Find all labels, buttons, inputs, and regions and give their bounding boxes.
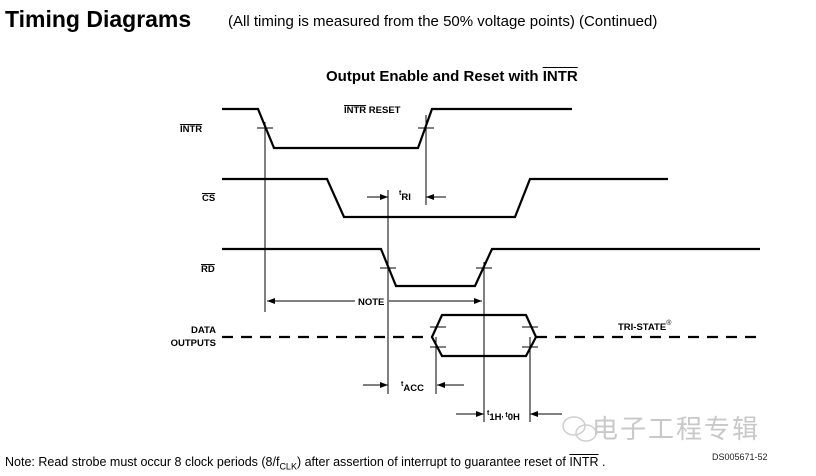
t-ri-label: tRI bbox=[399, 190, 411, 203]
diagram-title-text: Output Enable and Reset with bbox=[326, 68, 543, 85]
footnote: Note: Read strobe must occur 8 clock per… bbox=[5, 455, 605, 472]
rd-label: RD bbox=[201, 264, 215, 275]
rd-waveform bbox=[222, 247, 760, 288]
tri-state-label: TRI-STATE® bbox=[618, 319, 672, 333]
cs-waveform bbox=[222, 177, 668, 219]
data-label-2: OUTPUTS bbox=[171, 338, 216, 349]
intr-reset-label: INTR RESET bbox=[344, 105, 401, 116]
wechat-icon bbox=[562, 416, 597, 442]
footnote-suffix: . bbox=[598, 455, 606, 469]
figure-id: DS005671-52 bbox=[712, 452, 768, 462]
note-label: NOTE bbox=[358, 297, 384, 308]
diagram-title: Output Enable and Reset with INTR bbox=[326, 68, 578, 85]
intr-label: INTR bbox=[180, 124, 202, 135]
page-title: Timing Diagrams bbox=[5, 6, 192, 32]
footnote-overbar: INTR bbox=[569, 455, 599, 469]
footnote-sub: CLK bbox=[279, 461, 297, 472]
footnote-mid: ) after assertion of interrupt to guaran… bbox=[296, 455, 570, 469]
t-h-label: t1H, t0H bbox=[487, 410, 520, 423]
footnote-text: Note: Read strobe must occur 8 clock per… bbox=[5, 455, 280, 469]
t-acc-label: tACC bbox=[401, 381, 424, 394]
cs-label: CS bbox=[202, 193, 215, 204]
diagram-title-overbar: INTR bbox=[542, 68, 578, 85]
page-subtitle: (All timing is measured from the 50% vol… bbox=[228, 13, 658, 30]
data-label-1: DATA bbox=[191, 325, 216, 336]
watermark-text: 电子工程专辑 bbox=[592, 414, 761, 444]
intr-waveform bbox=[222, 107, 572, 150]
